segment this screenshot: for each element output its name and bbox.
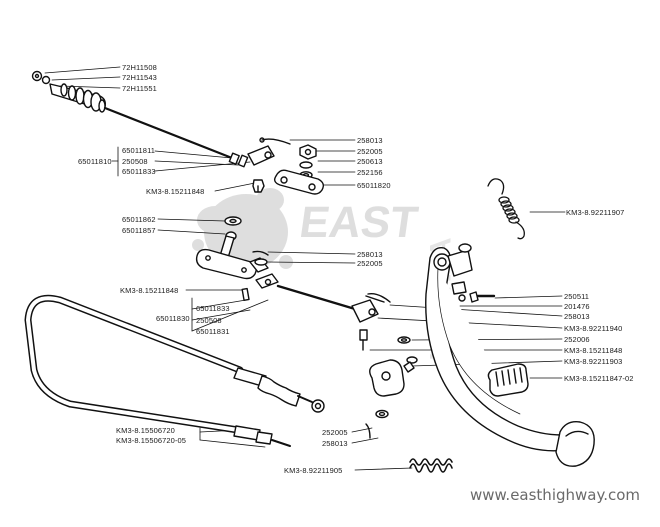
part-label: 258013 (564, 312, 590, 321)
part-label: 252005 (357, 259, 383, 268)
split-pin-d (365, 423, 371, 439)
lever-plate-65011820 (273, 169, 325, 195)
part-label: 250508 (196, 316, 222, 325)
part-label: KM3-8.15211848 (564, 346, 623, 355)
bolt-250511 (458, 291, 496, 303)
part-label: KM3-8.92211907 (566, 208, 625, 217)
part-label: 65011862 (122, 215, 156, 224)
part-label: 252156 (357, 168, 383, 177)
clutch-cable-15506720 (24, 294, 325, 447)
part-label: KM3-8.92211903 (564, 357, 623, 366)
adjusting-rod (276, 284, 367, 314)
part-label: 72H11543 (122, 73, 157, 82)
part-label: 252005 (357, 147, 383, 156)
pedal-rubber-15211847 (487, 363, 529, 397)
part-label: KM3-8.15211848 (120, 286, 179, 295)
part-label: 252006 (564, 335, 590, 344)
part-label: 65011833 (196, 304, 230, 313)
part-label: 250613 (357, 157, 383, 166)
part-label: KM3-8.92211940 (564, 324, 623, 333)
return-spring-92211907 (487, 178, 525, 240)
part-label: 258013 (357, 136, 383, 145)
part-label: 201476 (564, 302, 590, 311)
part-label: KM3-8.15506720 (116, 426, 175, 435)
small-pin-250508 (241, 287, 250, 301)
push-rod (103, 106, 234, 160)
split-pin-b (252, 250, 269, 256)
part-label: 72H11551 (122, 84, 157, 93)
part-label: 65011811 (122, 146, 156, 155)
cable-boot (31, 70, 107, 113)
part-label: KM3-8.15211848 (146, 187, 205, 196)
rod-nut-fork (228, 145, 275, 168)
rod-fork-right (351, 295, 385, 323)
nuts-washers-top (299, 144, 317, 179)
part-label: 65011857 (122, 226, 156, 235)
watermark-url: www.easthighway.com (470, 486, 641, 504)
washer-252005 (254, 258, 268, 266)
part-label: 72H11508 (122, 63, 157, 72)
part-label: 65011820 (357, 181, 391, 190)
part-label: 250511 (564, 292, 590, 301)
spring-92211905 (409, 458, 453, 473)
part-label: 65011833 (122, 167, 156, 176)
part-label: KM3-8.15506720-05 (116, 436, 187, 445)
part-label: 65011830 (156, 314, 190, 323)
part-label: 258013 (322, 439, 348, 448)
part-label: KM3-8.15211847-02 (564, 374, 634, 383)
split-pin-a (261, 138, 291, 145)
pedal-pad (555, 421, 595, 467)
bolt-15211848-low (359, 329, 368, 351)
part-label: 258013 (357, 250, 383, 259)
shaft-lever-65011830 (195, 216, 279, 289)
bracket-92211903 (369, 359, 415, 419)
leader-lines (44, 66, 566, 471)
part-label: 65011831 (196, 327, 230, 336)
part-label: KM3-8.92211905 (284, 466, 343, 475)
part-label: 250508 (122, 157, 148, 166)
part-label: 65011810 (78, 157, 112, 166)
bolt-15211848-top (252, 179, 265, 193)
split-pin-c (367, 292, 391, 303)
part-label: 252005 (322, 428, 348, 437)
